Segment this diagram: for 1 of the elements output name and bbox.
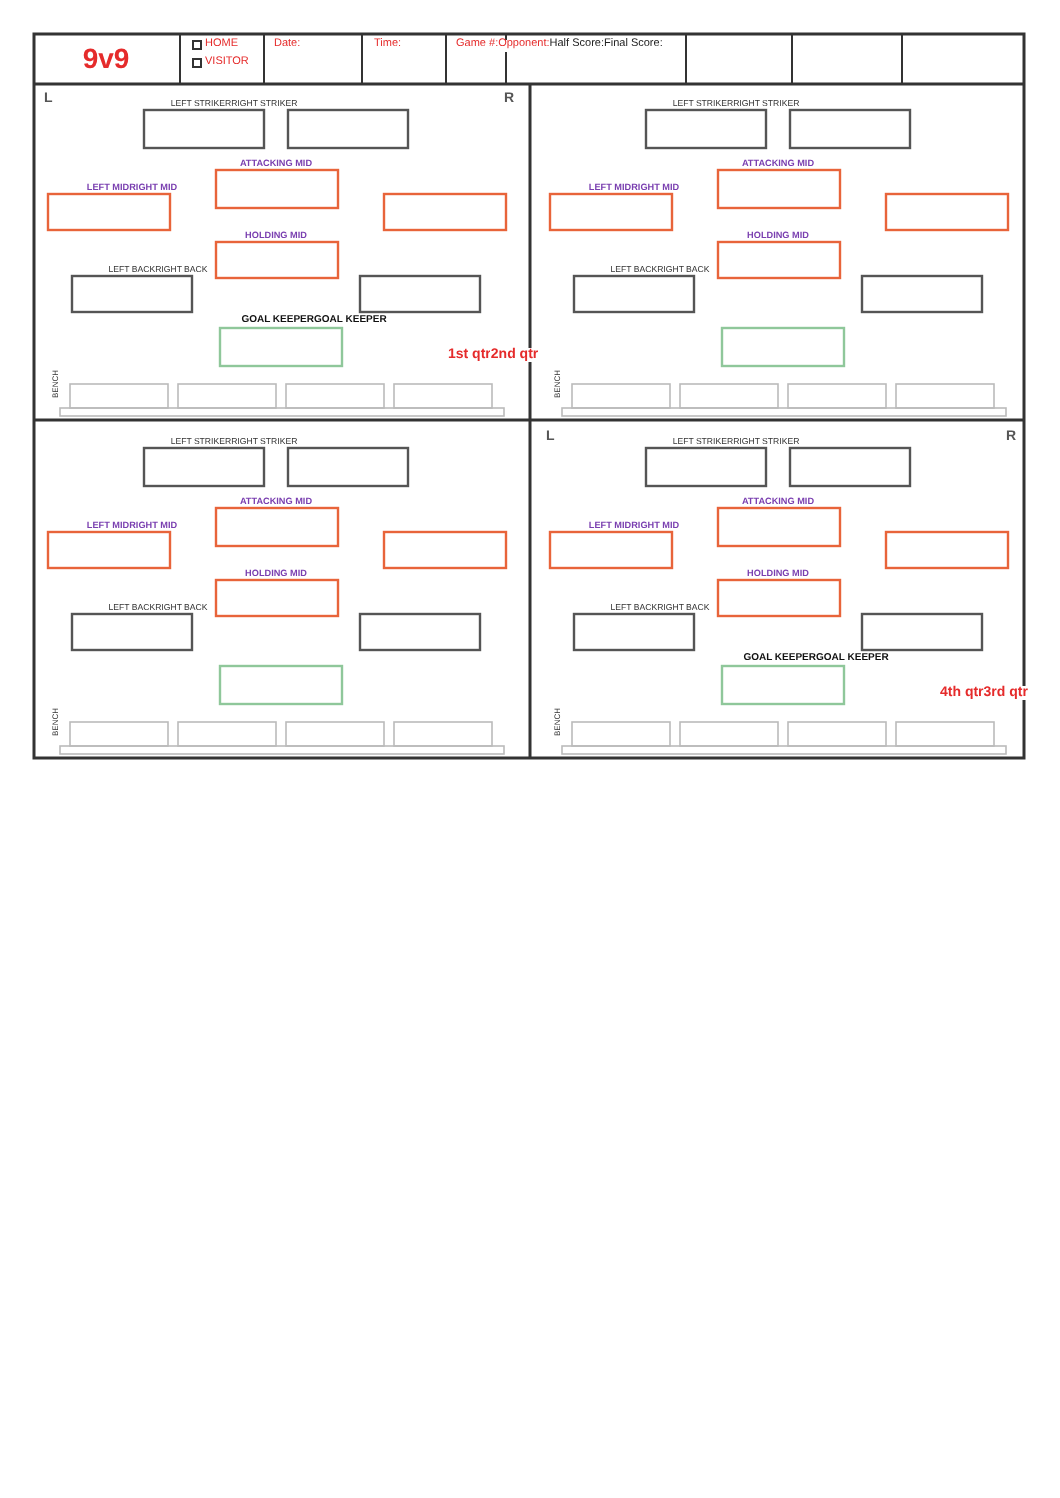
title: 9v9 [82,44,130,72]
